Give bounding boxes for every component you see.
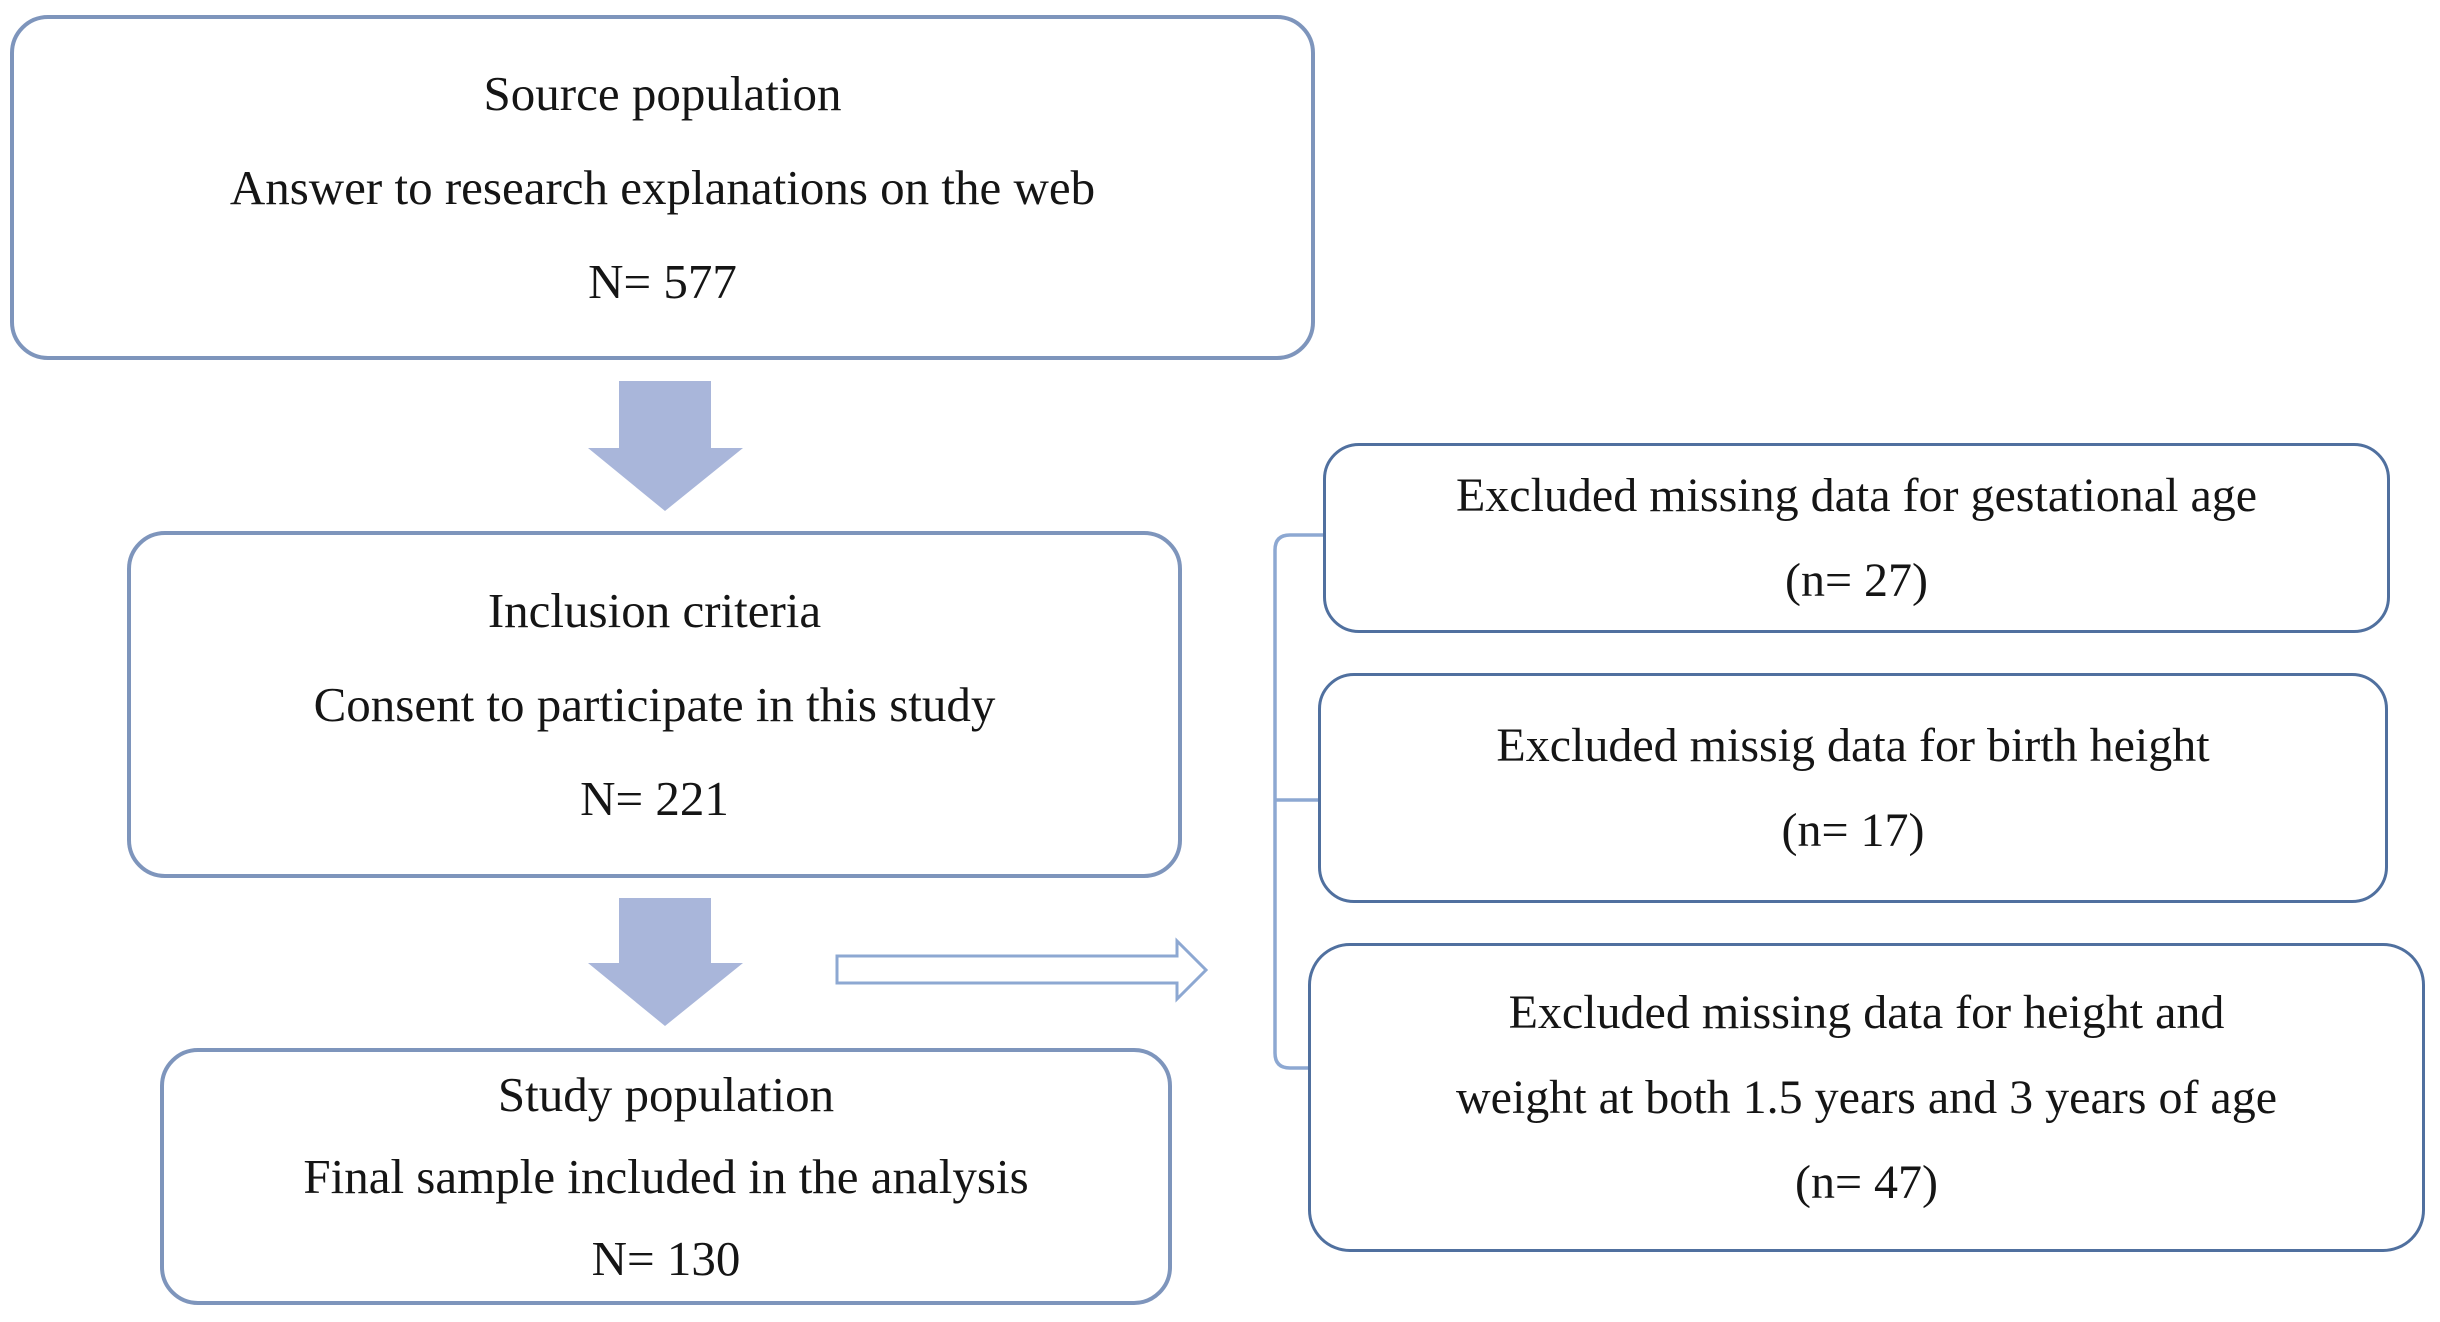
- box-text-line: N= 130: [591, 1230, 741, 1286]
- down-arrow-icon: [588, 381, 743, 511]
- excluded-gestational-age-box: Excluded missing data for gestational ag…: [1323, 443, 2390, 633]
- inclusion-criteria-box: Inclusion criteria Consent to participat…: [127, 531, 1182, 878]
- box-text-line: Consent to participate in this study: [313, 676, 996, 732]
- box-text-line: Study population: [497, 1066, 835, 1122]
- box-text-line: Inclusion criteria: [487, 582, 822, 638]
- box-text-line: Source population: [483, 65, 842, 121]
- box-text-line: weight at both 1.5 years and 3 years of …: [1455, 1071, 2278, 1124]
- study-population-box: Study population Final sample included i…: [160, 1048, 1172, 1305]
- box-text-line: N= 221: [580, 770, 729, 826]
- box-text-line: Excluded missing data for gestational ag…: [1455, 469, 2258, 522]
- source-population-box: Source population Answer to research exp…: [10, 15, 1315, 360]
- down-arrow-icon: [588, 898, 743, 1026]
- box-text-line: Excluded missing data for height and: [1508, 986, 2225, 1039]
- right-arrow-outline-icon: [835, 937, 1209, 1003]
- box-text-line: Answer to research explanations on the w…: [229, 159, 1096, 215]
- box-text-line: Final sample included in the analysis: [303, 1148, 1029, 1204]
- box-text-line: (n= 27): [1784, 554, 1929, 607]
- box-text-line: (n= 17): [1781, 804, 1925, 857]
- box-text-line: N= 577: [588, 253, 737, 309]
- box-text-line: (n= 47): [1794, 1156, 1939, 1209]
- excluded-height-weight-box: Excluded missing data for height and wei…: [1308, 943, 2425, 1252]
- box-text-line: Excluded missig data for birth height: [1496, 719, 2210, 772]
- excluded-birth-height-box: Excluded missig data for birth height (n…: [1318, 673, 2388, 903]
